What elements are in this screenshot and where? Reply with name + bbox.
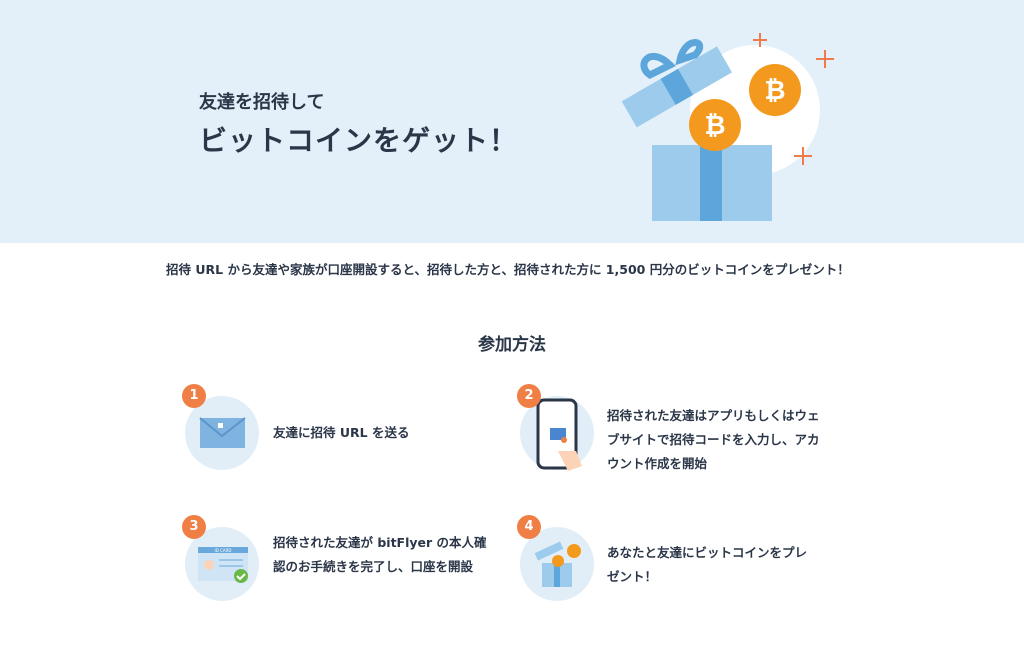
svg-text:₿: ₿ bbox=[764, 76, 785, 106]
hero-banner: 友達を招待して ビットコインをゲット！ ₿ ₿ bbox=[0, 0, 1024, 243]
step-text: 友達に招待 URL を送る bbox=[273, 425, 410, 440]
description: 招待 URL から友達や家族が口座開設すると、招待した方と、招待された方に 1,… bbox=[166, 262, 850, 277]
step-2: 2 招待された友達はアプリもしくはウェブサイトで招待コードを入力し、アカウント作… bbox=[517, 384, 850, 476]
step-3: ID CARD 3 招待された友達が bitFlyer の本人確認のお手続きを完… bbox=[182, 515, 515, 607]
step-number-badge: 3 bbox=[182, 515, 206, 539]
step-4: 4 あなたと友達にビットコインをプレゼント！ bbox=[517, 515, 850, 607]
gift-coin-icon bbox=[534, 541, 581, 587]
step-number-badge: 4 bbox=[517, 515, 541, 539]
hero-title: ビットコインをゲット！ bbox=[199, 124, 519, 157]
step-number-badge: 2 bbox=[517, 384, 541, 408]
svg-text:₿: ₿ bbox=[704, 111, 725, 141]
step-1: 1 友達に招待 URL を送る bbox=[182, 384, 515, 476]
step-text: 招待された友達が bitFlyer の本人確認のお手続きを完了し、口座を開設 bbox=[273, 535, 487, 574]
gift-bitcoin-illustration: ₿ ₿ bbox=[621, 33, 834, 221]
step-text: 招待された友達はアプリもしくはウェブサイトで招待コードを入力し、アカウント作成を… bbox=[607, 408, 820, 471]
section-title: 参加方法 bbox=[478, 335, 546, 355]
id-card-icon: ID CARD bbox=[198, 547, 248, 583]
svg-text:ID CARD: ID CARD bbox=[215, 548, 232, 553]
step-text: あなたと友達にビットコインをプレゼント！ bbox=[607, 545, 808, 584]
smartphone-tap-icon bbox=[536, 398, 582, 471]
hero-subtitle: 友達を招待して bbox=[199, 92, 325, 113]
step-number-badge: 1 bbox=[182, 384, 206, 408]
envelope-icon bbox=[199, 417, 246, 448]
